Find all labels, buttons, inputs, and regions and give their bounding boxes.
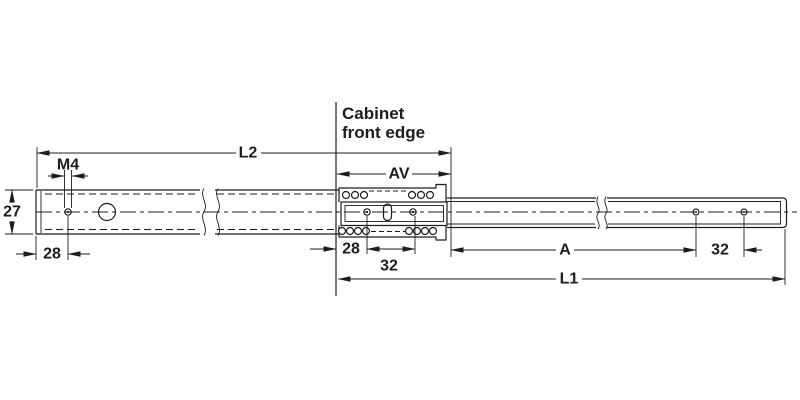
dimension-l2: L2 (36, 145, 452, 162)
cabinet-front-edge-label-line2: front edge (342, 123, 425, 142)
dimension-a: A (450, 242, 697, 259)
roller (350, 190, 360, 200)
label-av: AV (388, 166, 409, 183)
roller (407, 190, 417, 200)
break-line (216, 188, 220, 236)
label-left-hole-offset: 28 (43, 246, 61, 263)
label-l2: L2 (239, 145, 258, 162)
label-front-hole-pitch: 32 (380, 258, 398, 275)
dimension-av: AV (336, 166, 452, 183)
roller (428, 226, 438, 236)
break-line (604, 196, 608, 230)
dimension-28-left: 28 (16, 246, 90, 263)
dimension-m4: M4 (48, 157, 88, 179)
label-front-hole-offset: 28 (342, 241, 360, 258)
dimension-l1: L1 (337, 271, 786, 288)
roller (420, 226, 430, 236)
roller (404, 226, 414, 236)
label-l1: L1 (560, 271, 579, 288)
dimension-28-front: 28 (310, 241, 360, 258)
cabinet-rail-right (447, 196, 788, 230)
label-rear-hole-pitch: 32 (711, 242, 729, 259)
break-line (202, 188, 206, 236)
roller (345, 226, 355, 236)
roller (361, 226, 371, 236)
dimension-32-front: 32 (366, 246, 416, 275)
dimension-27: 27 (3, 189, 21, 235)
roller (359, 190, 369, 200)
roller (337, 226, 347, 236)
roller (425, 190, 435, 200)
roller (341, 190, 351, 200)
roller (416, 190, 426, 200)
label-rail-height: 27 (3, 204, 21, 221)
roller (353, 226, 363, 236)
break-line (596, 196, 600, 230)
label-a: A (559, 242, 571, 259)
cabinet-front-edge-label-line1: Cabinet (342, 104, 405, 123)
label-m4: M4 (57, 157, 79, 174)
dimension-32-rear: 32 (711, 242, 762, 259)
cabinet-front-edge-marker: Cabinet front edge (335, 102, 425, 296)
